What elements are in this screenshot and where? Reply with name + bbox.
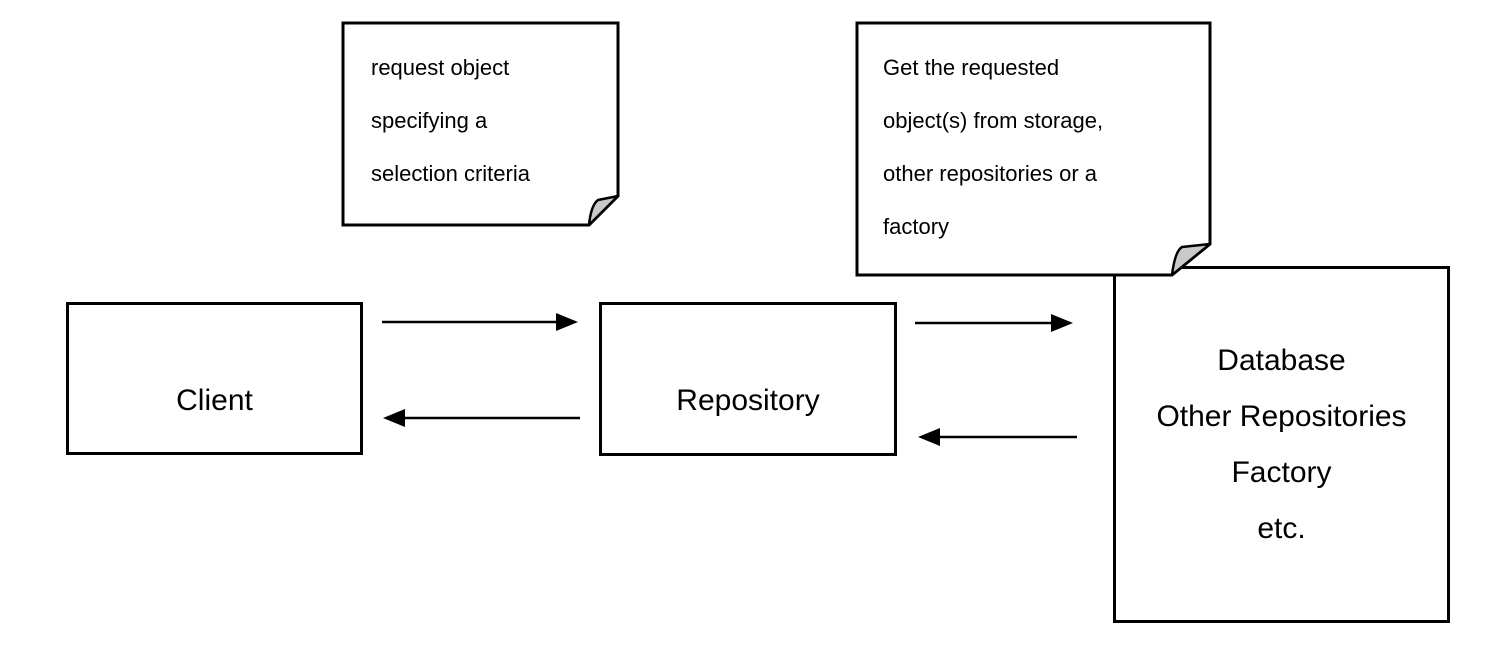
arrow-repository-to-storage — [915, 314, 1073, 332]
arrow-repository-to-client — [383, 409, 580, 427]
arrowhead-right-icon — [1051, 314, 1073, 332]
node-storage-line-factory: Factory — [1231, 455, 1332, 489]
node-client-label: Client — [176, 383, 253, 417]
node-repository-label: Repository — [676, 384, 820, 417]
note-line: other repositories or a — [883, 161, 1097, 186]
folded-corner-icon — [587, 194, 620, 227]
node-storage-line-other-repositories: Other Repositories — [1156, 399, 1407, 433]
arrow-client-to-repository — [382, 313, 578, 331]
note-request-text: request object specifying a selection cr… — [371, 41, 601, 200]
arrowhead-right-icon — [556, 313, 578, 331]
note-line: request object — [371, 55, 510, 80]
note-get-text: Get the requested object(s) from storage… — [883, 41, 1203, 253]
node-repository: Repository — [599, 302, 897, 456]
arrowhead-left-icon — [383, 409, 405, 427]
node-client: Client — [66, 302, 363, 455]
arrow-storage-to-repository — [918, 428, 1077, 446]
arrowhead-left-icon — [918, 428, 940, 446]
node-storage: Database Other Repositories Factory etc. — [1113, 266, 1450, 623]
note-line: specifying a — [371, 108, 488, 133]
node-storage-line-etc: etc. — [1257, 511, 1306, 545]
note-line: factory — [883, 214, 950, 239]
node-storage-line-database: Database — [1217, 343, 1346, 377]
note-line: object(s) from storage, — [883, 108, 1104, 133]
note-line: selection criteria — [371, 161, 530, 186]
note-line: Get the requested — [883, 55, 1060, 80]
